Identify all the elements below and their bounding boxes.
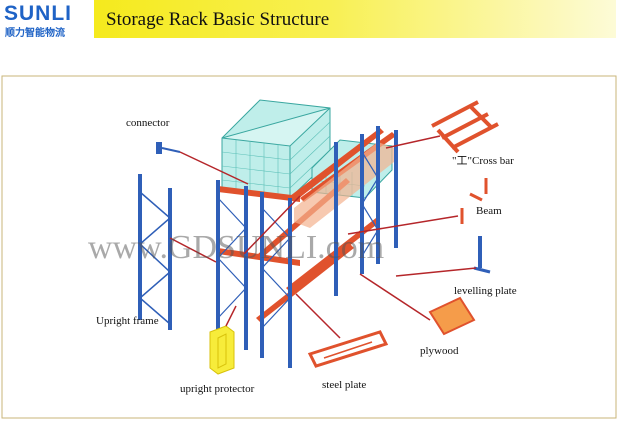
leader-lines xyxy=(169,135,477,339)
page-title: Storage Rack Basic Structure xyxy=(106,9,330,30)
label-upright-protector: upright protector xyxy=(180,383,255,395)
title-bar: Storage Rack Basic Structure xyxy=(94,0,616,38)
label-plywood: plywood xyxy=(420,345,459,357)
label-connector: connector xyxy=(126,117,170,129)
upright-protector-part xyxy=(209,325,235,375)
watermark: www.GDSUNLI.com xyxy=(88,229,384,266)
label-upright-frame: Upright frame xyxy=(96,315,159,327)
steel-plate-part xyxy=(307,330,389,368)
diagram-frame: www.GDSUNLI.com connector "工"Cross bar B… xyxy=(0,68,620,420)
connector-part xyxy=(156,142,181,154)
rack-diagram: www.GDSUNLI.com connector "工"Cross bar B… xyxy=(1,75,617,419)
beam-part xyxy=(460,178,488,224)
label-levelling-plate: levelling plate xyxy=(454,285,517,297)
logo-text: SUNLI xyxy=(4,2,72,25)
label-steel-plate: steel plate xyxy=(322,379,366,391)
rack-bracing xyxy=(217,151,379,329)
label-cross-bar: "工"Cross bar xyxy=(452,155,514,167)
levelling-plate-part xyxy=(473,236,491,274)
sunli-logo: SUNLI 顺力智能物流 xyxy=(2,2,92,39)
label-beam: Beam xyxy=(476,205,502,217)
cross-bar-part xyxy=(431,100,499,154)
logo-subtitle: 顺力智能物流 xyxy=(5,28,65,39)
plywood-part xyxy=(428,296,476,336)
frame-border xyxy=(1,75,617,419)
upright-frame-part xyxy=(138,174,172,330)
header: SUNLI 顺力智能物流 Storage Rack Basic Structur… xyxy=(0,0,620,40)
